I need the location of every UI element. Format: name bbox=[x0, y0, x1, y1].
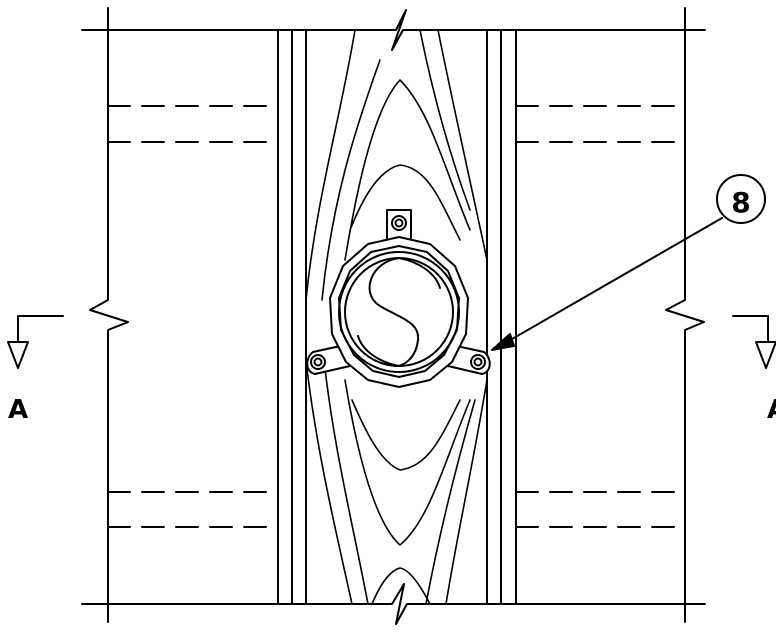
fastener-plate bbox=[306, 209, 491, 388]
callout-bubble bbox=[716, 174, 766, 224]
top-floor-line bbox=[81, 9, 706, 51]
hidden-lines bbox=[107, 105, 686, 528]
post-outline bbox=[277, 29, 517, 605]
section-cut-left bbox=[7, 315, 64, 369]
wood-grain bbox=[305, 29, 488, 605]
section-label-right: A bbox=[767, 395, 776, 425]
bottom-floor-line bbox=[81, 583, 706, 625]
left-wall-edge bbox=[89, 7, 129, 623]
section-cut-right bbox=[732, 315, 776, 369]
right-wall-edge bbox=[665, 7, 705, 623]
callout-number: 8 bbox=[731, 186, 750, 219]
section-label-left: A bbox=[8, 395, 28, 425]
callout-leader bbox=[491, 217, 723, 351]
